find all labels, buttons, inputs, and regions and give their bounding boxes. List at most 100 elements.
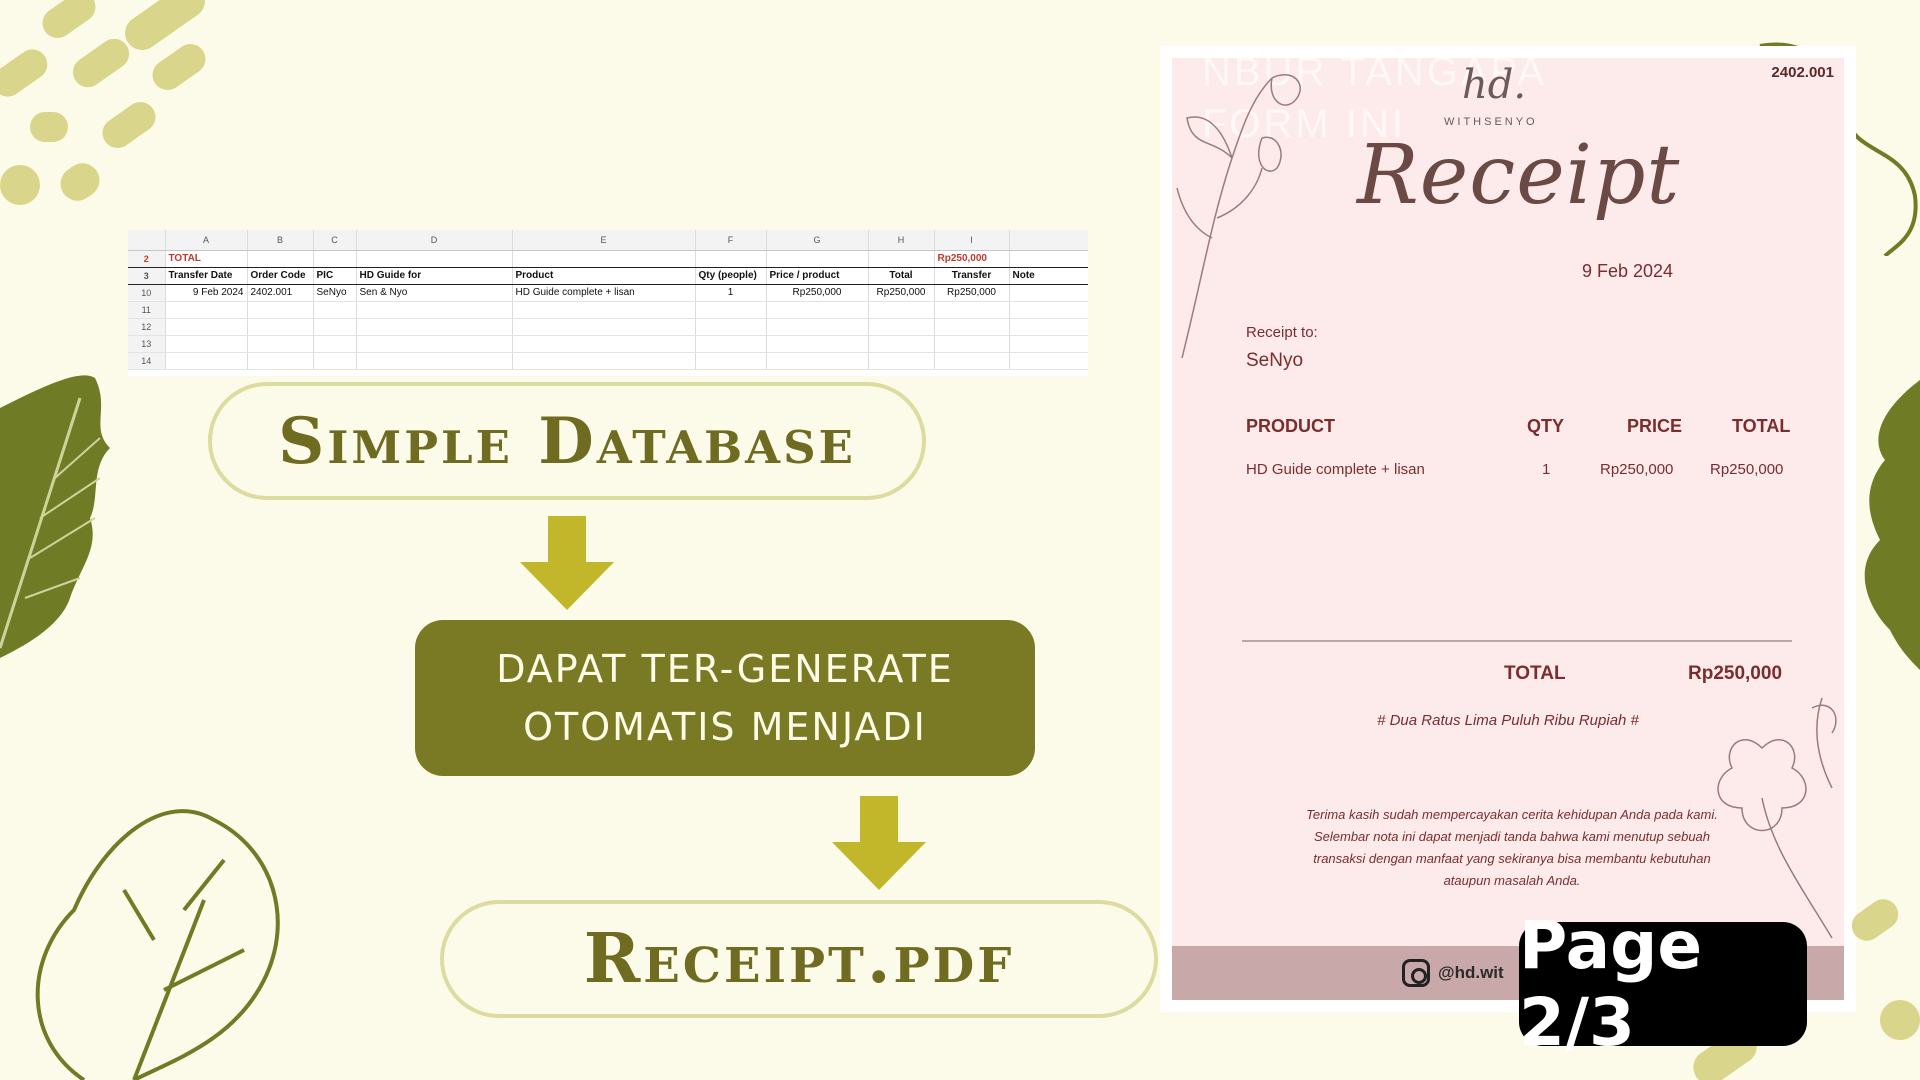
cell[interactable] xyxy=(512,250,696,268)
receipt-date: 9 Feb 2024 xyxy=(1582,261,1674,281)
cell[interactable] xyxy=(766,352,869,370)
cell[interactable] xyxy=(1009,352,1088,370)
row-header[interactable]: 14 xyxy=(128,352,166,370)
header-cell[interactable]: Price / product xyxy=(766,267,869,285)
cell[interactable]: 9 Feb 2024 xyxy=(165,284,248,302)
cell[interactable] xyxy=(868,318,935,336)
cell[interactable] xyxy=(868,352,935,370)
cell[interactable] xyxy=(868,335,935,353)
cell[interactable]: 1 xyxy=(695,284,767,302)
column-header[interactable]: G xyxy=(766,230,869,251)
cell[interactable] xyxy=(695,335,767,353)
note-line: ataupun masalah Anda. xyxy=(1443,873,1581,888)
generate-line-2: OTOMATIS MENJADI xyxy=(523,705,927,749)
header-cell[interactable]: Total xyxy=(868,267,935,285)
cell[interactable] xyxy=(1009,284,1088,302)
cell[interactable] xyxy=(247,352,314,370)
cell[interactable] xyxy=(1009,301,1088,319)
column-header[interactable]: I xyxy=(934,230,1010,251)
cell[interactable]: Rp250,000 xyxy=(766,284,869,302)
cell[interactable] xyxy=(766,318,869,336)
cell[interactable] xyxy=(1009,250,1088,268)
cell[interactable] xyxy=(247,318,314,336)
cell[interactable] xyxy=(512,335,696,353)
cell[interactable] xyxy=(356,250,513,268)
cell[interactable]: Sen & Nyo xyxy=(356,284,513,302)
cell[interactable] xyxy=(695,250,767,268)
header-cell[interactable]: Product xyxy=(512,267,696,285)
cell[interactable] xyxy=(313,301,357,319)
column-header-selected[interactable] xyxy=(1009,230,1088,251)
cell[interactable]: SeNyo xyxy=(313,284,357,302)
cell[interactable] xyxy=(313,352,357,370)
cell[interactable] xyxy=(868,301,935,319)
cell[interactable] xyxy=(356,352,513,370)
order-code: 2402.001 xyxy=(1771,64,1834,81)
header-cell[interactable]: Qty (people) xyxy=(695,267,767,285)
total-row: 2 TOTAL Rp250,000 xyxy=(128,250,1088,268)
column-header[interactable]: H xyxy=(868,230,935,251)
header-cell[interactable]: HD Guide for xyxy=(356,267,513,285)
row-header[interactable]: 11 xyxy=(128,301,166,319)
cell[interactable] xyxy=(313,250,357,268)
cell[interactable]: 2402.001 xyxy=(247,284,314,302)
cell[interactable] xyxy=(165,335,248,353)
cell[interactable] xyxy=(766,301,869,319)
header-cell[interactable]: Note xyxy=(1009,267,1088,285)
header-cell[interactable]: Transfer Date xyxy=(165,267,248,285)
column-header[interactable]: F xyxy=(695,230,767,251)
row-header[interactable]: 12 xyxy=(128,318,166,336)
row-header[interactable]: 2 xyxy=(128,250,166,268)
column-header[interactable]: B xyxy=(247,230,314,251)
cell[interactable] xyxy=(512,318,696,336)
cell[interactable] xyxy=(934,301,1010,319)
note-line: Selembar nota ini dapat menjadi tanda ba… xyxy=(1313,829,1711,844)
generate-line-1: DAPAT TER-GENERATE xyxy=(496,647,954,691)
header-cell[interactable]: Transfer xyxy=(934,267,1010,285)
corner-cell[interactable] xyxy=(128,230,166,251)
cell[interactable] xyxy=(695,352,767,370)
column-header[interactable]: C xyxy=(313,230,357,251)
cell[interactable] xyxy=(934,318,1010,336)
cell[interactable] xyxy=(766,335,869,353)
row-header[interactable]: 13 xyxy=(128,335,166,353)
cell[interactable] xyxy=(165,301,248,319)
decor-dot xyxy=(36,0,102,44)
cell[interactable] xyxy=(934,335,1010,353)
cell[interactable] xyxy=(356,335,513,353)
cell[interactable] xyxy=(356,318,513,336)
cell[interactable] xyxy=(1009,318,1088,336)
instagram-label: @hd.wit xyxy=(1438,963,1504,982)
row-header[interactable]: 3 xyxy=(128,267,166,285)
cell-total-label[interactable]: TOTAL xyxy=(165,250,248,268)
cell[interactable] xyxy=(313,318,357,336)
cell[interactable] xyxy=(313,335,357,353)
cell[interactable] xyxy=(165,352,248,370)
column-header[interactable]: D xyxy=(356,230,513,251)
cell[interactable] xyxy=(247,335,314,353)
row-header[interactable]: 10 xyxy=(128,284,166,302)
header-cell[interactable]: PIC xyxy=(313,267,357,285)
cell[interactable] xyxy=(512,352,696,370)
cell[interactable]: HD Guide complete + lisan xyxy=(512,284,696,302)
cell[interactable] xyxy=(247,250,314,268)
cell[interactable] xyxy=(1009,335,1088,353)
cell[interactable] xyxy=(934,352,1010,370)
cell[interactable] xyxy=(512,301,696,319)
col-qty-header: QTY xyxy=(1527,416,1565,436)
cell[interactable]: Rp250,000 xyxy=(868,284,935,302)
cell[interactable]: Rp250,000 xyxy=(934,284,1010,302)
decor-dot xyxy=(53,156,107,208)
cell[interactable] xyxy=(356,301,513,319)
column-header[interactable]: A xyxy=(165,230,248,251)
cell[interactable] xyxy=(165,318,248,336)
ghost-text: FORM INI xyxy=(1202,102,1406,146)
cell[interactable] xyxy=(695,301,767,319)
cell-total-amount[interactable]: Rp250,000 xyxy=(934,250,1010,268)
cell[interactable] xyxy=(695,318,767,336)
header-cell[interactable]: Order Code xyxy=(247,267,314,285)
cell[interactable] xyxy=(868,250,935,268)
cell[interactable] xyxy=(766,250,869,268)
cell[interactable] xyxy=(247,301,314,319)
column-header[interactable]: E xyxy=(512,230,696,251)
